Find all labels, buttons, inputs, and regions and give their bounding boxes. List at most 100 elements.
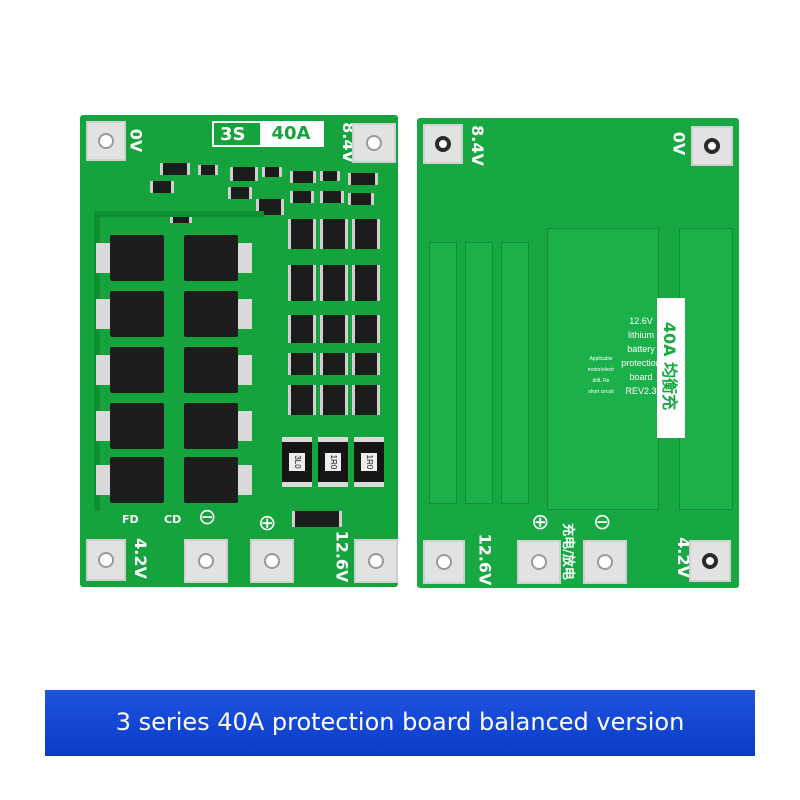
plus-symbol-back: ⊕ [531, 510, 550, 535]
model-label: 3S [220, 124, 246, 145]
pad-4-2v-back [689, 540, 731, 582]
mosfet [96, 235, 164, 281]
label-8-4v-back: 8.4V [467, 125, 487, 166]
spec-line: battery [627, 344, 655, 354]
mosfet [184, 403, 252, 449]
spec-line: protection [621, 358, 661, 368]
smd-component [150, 181, 174, 193]
ic-chip [288, 315, 316, 343]
mosfet [96, 457, 164, 503]
small-line: motor/electr [587, 367, 615, 373]
back-board: 8.4V 0V 12.6V lithium battery protection… [417, 118, 739, 588]
label-fd: FD [122, 513, 139, 526]
pad-hole [702, 553, 718, 569]
smd-component [230, 167, 258, 181]
mosfet [96, 291, 164, 337]
smd-component [160, 163, 190, 175]
small-line: Applicable [589, 356, 613, 362]
smd-component [290, 191, 314, 203]
ic-chip [352, 265, 380, 301]
trace [94, 211, 264, 217]
ic-chip [288, 385, 316, 415]
diode [292, 511, 342, 527]
pad-hole [704, 138, 720, 154]
ic-chip [352, 353, 380, 375]
mosfet-tab [238, 355, 252, 385]
label-12-6v-front: 12.6V [332, 530, 352, 583]
pad-hole [264, 553, 280, 569]
pad-hole [435, 136, 451, 152]
pad-hole [98, 133, 114, 149]
smd-component [348, 193, 374, 205]
spec-line: REV2.3 [625, 386, 657, 396]
shunt-resistor: 3L0 [282, 437, 312, 487]
pad-hole [531, 554, 547, 570]
copper-pour [465, 242, 493, 504]
ic-chip [352, 219, 380, 249]
pad-hole [366, 135, 382, 151]
small-line: short circuit [588, 389, 614, 395]
shunt-resistor: 1R0 [354, 437, 384, 487]
ic-chip [320, 265, 348, 301]
pad-0v-front [86, 121, 126, 161]
ic-chip [288, 265, 316, 301]
pad-0v-back [691, 126, 733, 166]
spec-line: board [629, 372, 653, 382]
copper-pour [679, 228, 733, 510]
mosfet-tab [96, 243, 110, 273]
copper-pour [501, 242, 529, 504]
resistor-code: 3L0 [289, 453, 305, 471]
label-cd: CD [164, 513, 182, 526]
pad-hole [436, 554, 452, 570]
ic-chip [288, 219, 316, 249]
label-charge-discharge: 充电/放电 [559, 523, 575, 580]
mosfet [96, 403, 164, 449]
mosfet-tab [238, 299, 252, 329]
pad-hole [368, 553, 384, 569]
pad-8-4v-back [423, 124, 463, 164]
small-text: Applicable motor/electr drill, Re short … [577, 354, 625, 398]
label-0v: 0V [126, 128, 146, 153]
pad-minus-back [583, 540, 627, 584]
pad-plus-front [250, 539, 294, 583]
balance-label-box: 40A 均衡充 [657, 298, 685, 438]
ic-chip [320, 315, 348, 343]
spec-text: 12.6V lithium battery protection board R… [613, 314, 669, 398]
mosfet [184, 347, 252, 393]
ic-chip [352, 385, 380, 415]
shunt-resistor: 1R0 [318, 437, 348, 487]
balance-label: 40A 均衡充 [660, 321, 679, 411]
smd-component [320, 191, 344, 203]
label-12-6v-back: 12.6V [475, 533, 495, 586]
ic-chip [320, 219, 348, 249]
model-label-box: 3S 40A [212, 121, 324, 147]
smd-component [228, 187, 252, 199]
ic-chip [320, 353, 348, 375]
smd-component [262, 167, 282, 177]
label-0v-back: 0V [669, 131, 689, 156]
mosfet [184, 235, 252, 281]
pad-hole [98, 552, 114, 568]
pad-minus-front [184, 539, 228, 583]
mosfet [96, 347, 164, 393]
front-board: 0V 3S 40A 8.4V 3L0 1R0 1R0 [80, 115, 398, 587]
mosfet [184, 291, 252, 337]
current-label: 40A [260, 123, 322, 145]
caption-banner: 3 series 40A protection board balanced v… [45, 690, 755, 756]
spec-line: 12.6V [629, 316, 653, 326]
mosfet-tab [96, 465, 110, 495]
pad-plus-back [517, 540, 561, 584]
label-4-2v-front: 4.2V [130, 538, 150, 579]
ic-chip [352, 315, 380, 343]
pad-hole [597, 554, 613, 570]
mosfet-tab [96, 355, 110, 385]
mosfet [184, 457, 252, 503]
smd-component [290, 171, 316, 183]
pad-8-4v-front [352, 123, 396, 163]
mosfet-tab [238, 465, 252, 495]
spec-line: lithium [627, 330, 654, 340]
copper-pour [547, 228, 659, 510]
mosfet-tab [238, 411, 252, 441]
pad-12-6v-front [354, 539, 398, 583]
minus-symbol-front: ⊖ [198, 505, 217, 530]
